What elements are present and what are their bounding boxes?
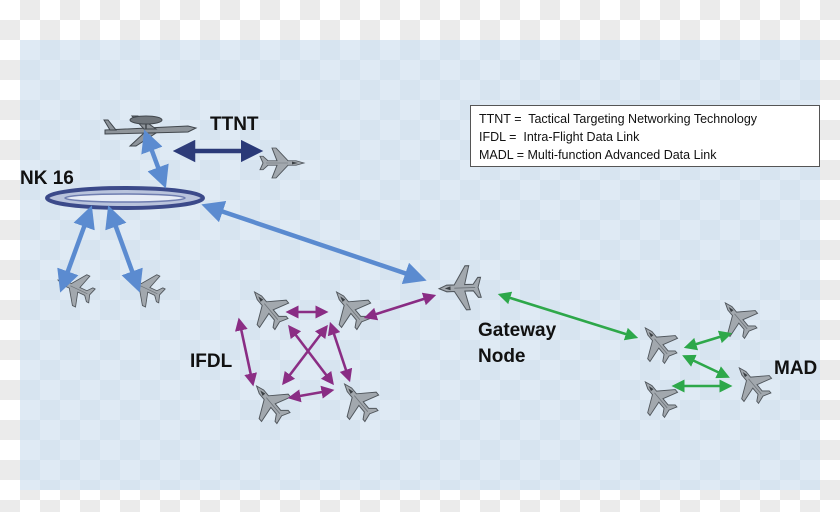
gateway-label-line1: Gateway — [478, 320, 557, 341]
legend-row: IFDL = Intra-Flight Data Link — [479, 128, 819, 146]
madl-links — [497, 291, 733, 393]
gateway-label-line2: Node — [478, 346, 526, 367]
legend-sep: = — [510, 112, 529, 126]
legend-text: Multi-function Advanced Data Link — [527, 148, 717, 162]
network-diagram: TTNT NK 16 IFDL Gateway Node MAD TTNT = … — [20, 40, 820, 490]
fighter-jet-icon — [239, 279, 297, 337]
ttnt-label: TTNT — [210, 114, 259, 135]
legend-sep: = — [513, 148, 528, 162]
gateway-node-label: Gateway Node — [478, 318, 556, 370]
legend-sep: = — [505, 130, 524, 144]
ifdl-links — [235, 292, 437, 403]
ifdl-label: IFDL — [190, 351, 233, 372]
fighter-jet-icon — [120, 264, 170, 312]
legend-text: Intra-Flight Data Link — [523, 130, 640, 144]
legend-row: MADL = Multi-function Advanced Data Link — [479, 146, 819, 164]
fighter-jet-icon — [321, 279, 379, 337]
acronym-legend: TTNT = Tactical Targeting Networking Tec… — [470, 105, 820, 167]
legend-abbr: MADL — [479, 148, 514, 162]
legend-text: Tactical Targeting Networking Technology — [528, 112, 758, 126]
fighter-jet-icon — [631, 369, 685, 425]
legend-abbr: IFDL — [479, 130, 506, 144]
fighter-jet-icon — [631, 315, 685, 371]
fighter-jet-icon — [437, 264, 483, 312]
fighter-jet-icon — [241, 373, 299, 431]
link16-links — [57, 129, 427, 293]
fighter-jet-icon — [725, 355, 779, 411]
fighter-jet-icon — [259, 147, 305, 179]
madl-label: MAD — [774, 358, 818, 379]
fighter-jet-icon — [329, 371, 387, 429]
legend-abbr: TTNT — [479, 112, 511, 126]
legend-row: TTNT = Tactical Targeting Networking Tec… — [479, 110, 819, 128]
diagram-canvas — [45, 115, 779, 431]
link16-network-ring-icon — [45, 186, 205, 210]
fighter-jet-icon — [50, 264, 100, 312]
link16-label: NK 16 — [20, 168, 74, 189]
